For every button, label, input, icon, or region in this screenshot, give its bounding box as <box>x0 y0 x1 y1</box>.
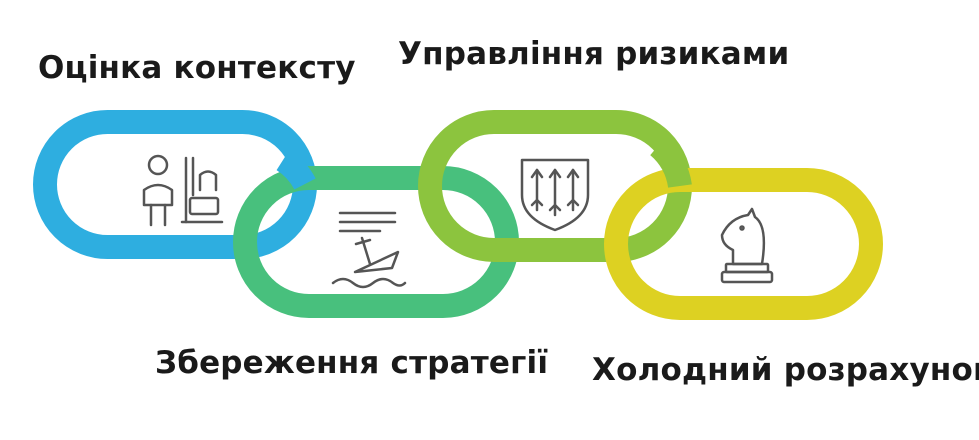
sinking-ship-icon <box>331 211 407 289</box>
chain-link-yellow <box>604 168 883 320</box>
label-context-assessment: Оцінка контексту <box>38 50 356 86</box>
chess-knight-icon <box>720 207 774 284</box>
shield-arrows-icon <box>520 158 590 232</box>
label-risk-management: Управління ризиками <box>398 36 790 72</box>
label-strategy-preservation: Збереження стратегії <box>155 345 549 381</box>
label-cold-calculation: Холодний розрахунок <box>592 352 979 388</box>
person-desk-icon <box>142 154 224 227</box>
